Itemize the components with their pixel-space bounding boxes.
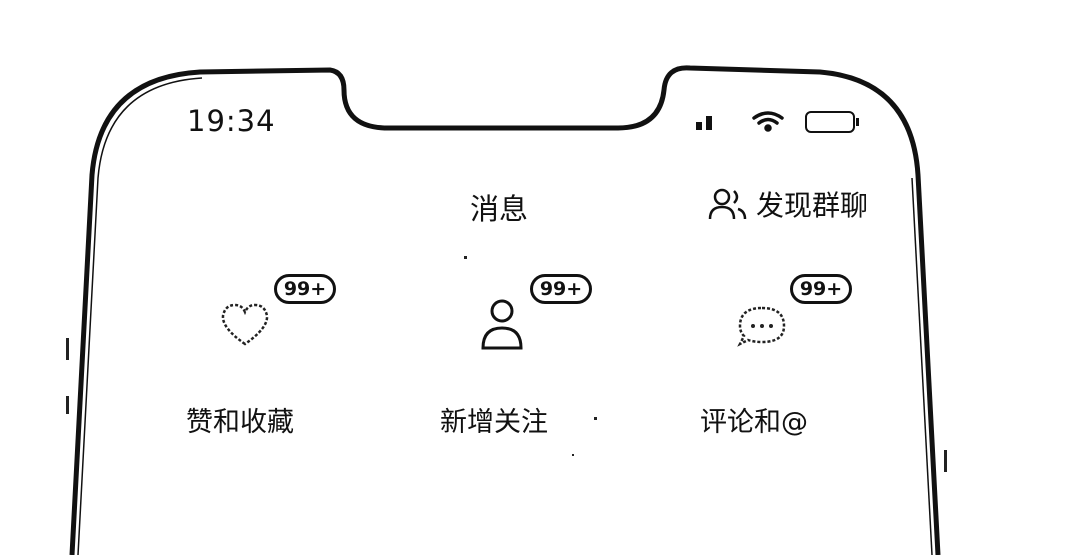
- likes-and-favorites-tile[interactable]: 99+ 赞和收藏: [166, 270, 406, 450]
- chat-bubble-icon: [737, 306, 786, 347]
- noise-speck: [66, 396, 69, 414]
- signal-icon: [696, 116, 712, 130]
- tile-label: 新增关注: [440, 407, 548, 438]
- noise-speck: [66, 338, 69, 360]
- noise-speck: [464, 256, 467, 259]
- notification-badge: 99+: [530, 274, 592, 304]
- status-icons: [696, 111, 859, 133]
- tile-label: 评论和@: [700, 407, 808, 438]
- noise-speck: [572, 454, 574, 456]
- noise-speck: [594, 417, 597, 420]
- users-icon: [708, 188, 747, 220]
- discover-group-chat-button[interactable]: 发现群聊: [708, 184, 868, 224]
- comments-and-mentions-tile[interactable]: 99+ 评论和@: [680, 270, 920, 450]
- group-chat-label: 发现群聊: [756, 189, 869, 222]
- noise-speck: [944, 450, 947, 472]
- person-icon: [481, 299, 523, 350]
- battery-icon: [805, 111, 859, 133]
- new-followers-tile[interactable]: 99+ 新增关注: [420, 270, 660, 450]
- heart-icon: [221, 303, 269, 346]
- notification-badge: 99+: [274, 274, 336, 304]
- notification-badge: 99+: [790, 274, 852, 304]
- status-time: 19:34: [187, 104, 276, 138]
- tile-label: 赞和收藏: [186, 407, 294, 438]
- wifi-icon: [752, 111, 784, 132]
- page-title: 消息: [470, 192, 529, 226]
